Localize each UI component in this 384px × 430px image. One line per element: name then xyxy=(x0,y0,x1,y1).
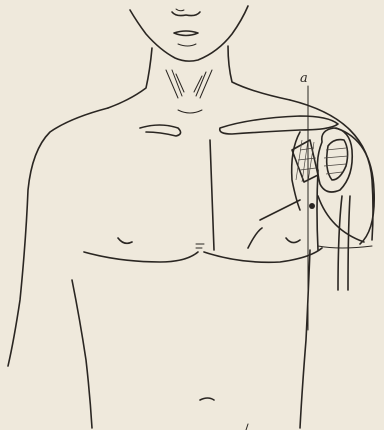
label-a: a xyxy=(300,71,308,86)
reference-point-a xyxy=(309,203,315,209)
